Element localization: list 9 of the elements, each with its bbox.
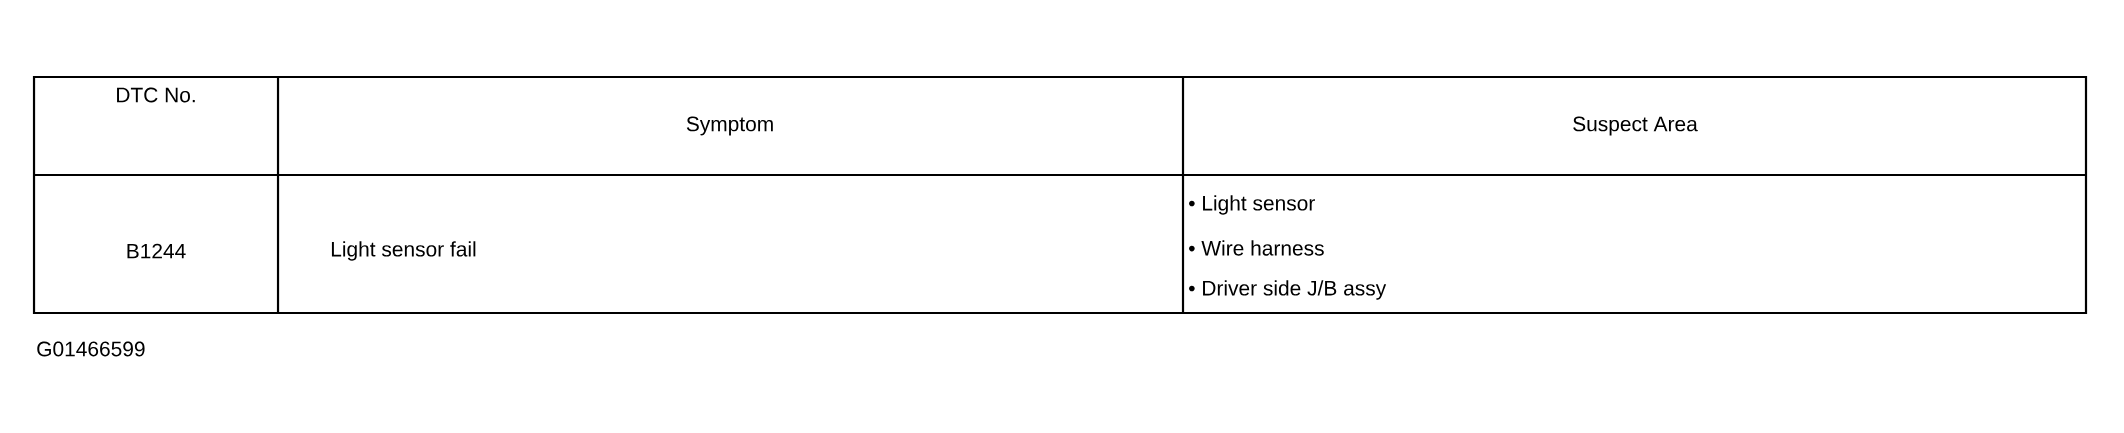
list-item: • Driver side J/B assy (1189, 280, 1387, 300)
column-heading: DTC No. (117, 87, 195, 103)
list-item: • Light sensor (1189, 195, 1315, 215)
symptom-text: Light sensor fail (331, 241, 476, 261)
list-item: • Wire harness (1189, 240, 1324, 256)
figure-number: G01466599 (37, 341, 145, 357)
column-heading: Symptom (686, 116, 773, 136)
dtc-code: B1244 (127, 243, 186, 259)
column-heading: Suspect Area (1573, 116, 1698, 136)
